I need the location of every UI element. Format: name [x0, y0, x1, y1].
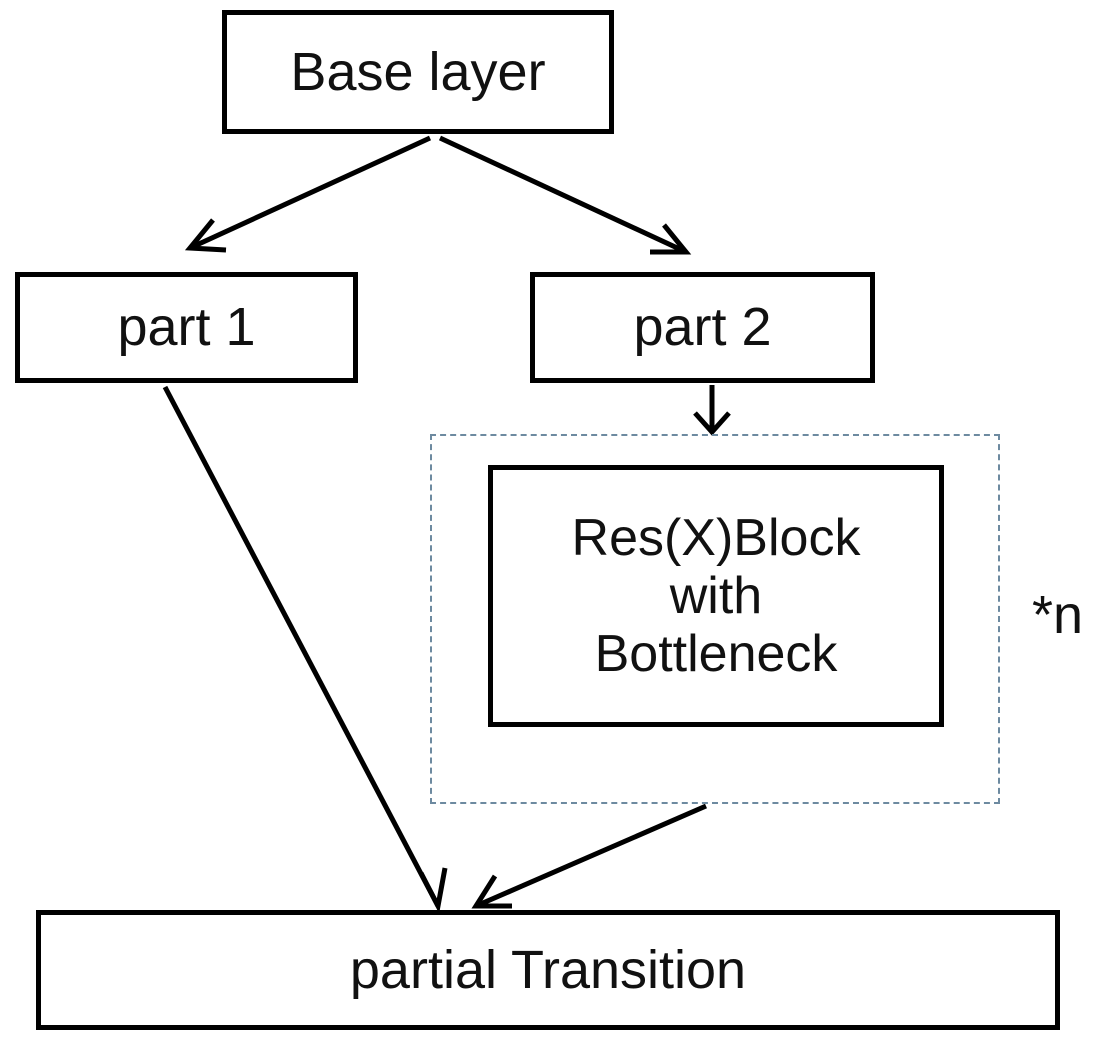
part-1-box: part 1: [15, 272, 358, 383]
repeat-count-label: *n: [1032, 585, 1084, 645]
base-layer-box: Base layer: [222, 10, 614, 134]
partial-transition-label: partial Transition: [349, 939, 747, 1000]
arrow-base-to-part1: [184, 135, 432, 253]
arrow-part1-to-transition: [162, 385, 448, 914]
part-2-box: part 2: [530, 272, 875, 383]
part-2-label: part 2: [633, 297, 772, 358]
resblock-label-line-3: Bottleneck: [594, 625, 838, 684]
repeat-group-dashed-border: [430, 434, 1000, 804]
partial-transition-box: partial Transition: [36, 910, 1060, 1030]
resblock-box: Res(X)Block with Bottleneck: [488, 465, 944, 727]
base-layer-label: Base layer: [290, 41, 546, 102]
resblock-label-line-2: with: [669, 566, 763, 625]
resblock-label-line-1: Res(X)Block: [571, 508, 861, 567]
arrow-part2-to-group: [693, 385, 731, 436]
arrow-group-to-transition: [471, 803, 707, 909]
arrow-base-to-part2: [438, 135, 692, 255]
part-1-label: part 1: [117, 297, 256, 358]
